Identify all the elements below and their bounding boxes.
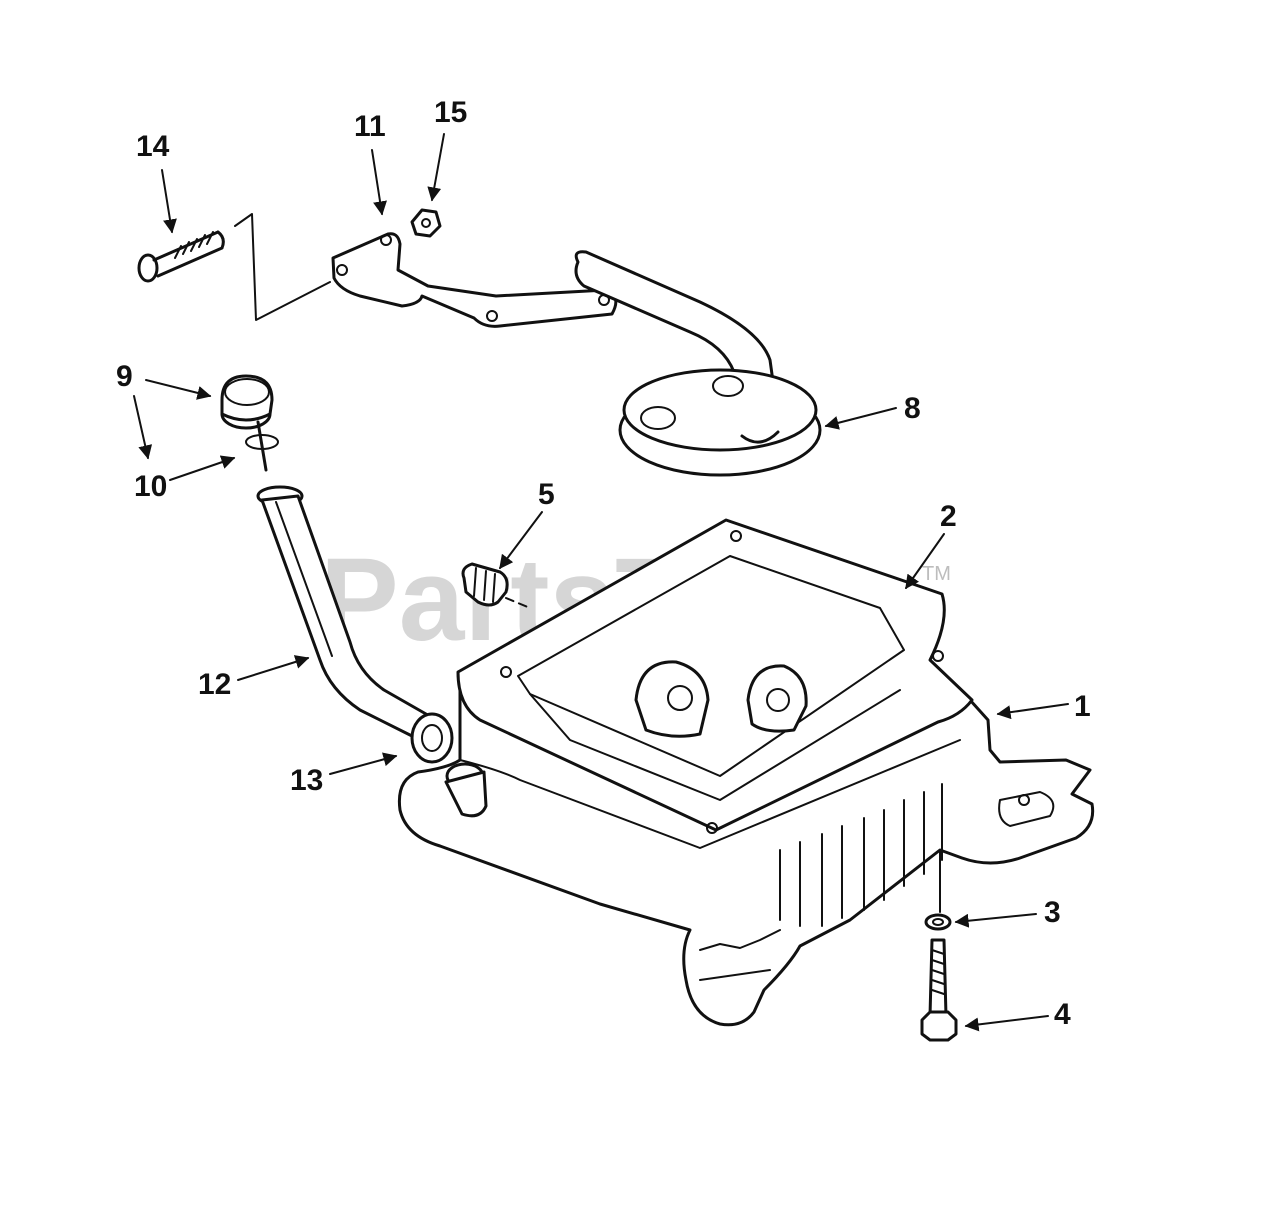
screw-leader xyxy=(234,213,331,321)
callout-12: 12 xyxy=(198,668,231,701)
part-8-oil-pickup xyxy=(574,250,822,477)
part-1-sump xyxy=(397,688,1095,1027)
callout-15: 15 xyxy=(434,96,467,129)
callout-1: 1 xyxy=(1074,690,1091,723)
callout-5: 5 xyxy=(538,478,555,511)
callout-4: 4 xyxy=(1054,998,1071,1031)
part-2-gasket xyxy=(456,518,974,834)
callout-2: 2 xyxy=(940,500,957,533)
callout-14: 14 xyxy=(136,130,170,163)
callout-labels: 1 2 3 4 5 8 9 10 11 12 13 14 15 xyxy=(116,96,1091,1031)
callout-11: 11 xyxy=(354,110,386,143)
callout-8: 8 xyxy=(904,392,921,425)
part-5-plug xyxy=(461,562,531,609)
part-11-bracket xyxy=(331,232,618,328)
part-14-screw xyxy=(137,230,225,283)
callout-9: 9 xyxy=(116,360,133,393)
part-3-washer xyxy=(924,913,952,931)
callout-3: 3 xyxy=(1044,896,1061,929)
callout-10: 10 xyxy=(134,470,167,503)
callout-13: 13 xyxy=(290,764,323,797)
part-10-o-ring xyxy=(245,420,279,472)
part-15-nut xyxy=(410,208,442,238)
part-9-dipstick-cap xyxy=(220,374,274,430)
watermark-trademark: TM xyxy=(922,563,951,585)
leader-arrows xyxy=(133,133,1069,1032)
part-13-grommet xyxy=(410,712,454,764)
part-4-bolt xyxy=(920,938,958,1042)
